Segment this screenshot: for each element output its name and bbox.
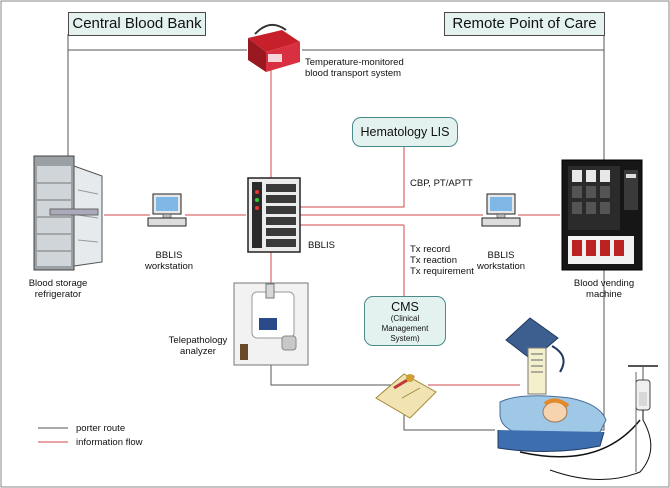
tx-list: Tx record Tx reaction Tx requirement (410, 244, 474, 277)
transport-label: Temperature-monitored blood transport sy… (305, 57, 404, 79)
tx-reaction-label: Tx reaction (410, 255, 457, 266)
workstation-left-icon (147, 193, 187, 227)
transport-cooler-icon (248, 23, 300, 72)
bblis-server-icon (247, 177, 301, 253)
tablet-clipboard-icon (375, 373, 437, 419)
hematology-lis-box: Hematology LIS (352, 117, 458, 147)
patient-monitor-icon (505, 317, 565, 395)
porter-route-bottom (270, 365, 395, 386)
telepathology-analyzer-icon (233, 282, 309, 366)
cbp-label: CBP, PT/APTT (410, 178, 473, 189)
vending-machine-label: Blood vending machine (573, 278, 635, 300)
remote-point-of-care-header: Remote Point of Care (444, 12, 605, 36)
info-server-hematology (300, 147, 405, 208)
refrigerator-label: Blood storage refrigerator (28, 278, 88, 300)
central-blood-bank-header: Central Blood Bank (68, 12, 206, 36)
bblis-server-label: BBLIS (308, 240, 335, 251)
vending-machine-icon (561, 159, 643, 271)
cms-title: CMS (391, 300, 419, 314)
bblis-workstation-left-label: BBLIS workstation (144, 250, 194, 272)
information-flows (104, 70, 560, 386)
iv-drip-icon (549, 365, 658, 480)
tx-requirement-label: Tx requirement (410, 266, 474, 277)
workstation-right-icon (481, 193, 521, 227)
cms-box: CMS (Clinical Management System) (364, 296, 446, 346)
legend-porter-label: porter route (76, 423, 126, 434)
patient-bed-icon (497, 395, 641, 458)
telepathology-label: Telepathology analyzer (168, 335, 228, 357)
legend (38, 427, 68, 443)
legend-info-label: information flow (76, 437, 143, 448)
cms-subtitle: (Clinical Management System) (381, 314, 429, 343)
tx-record-label: Tx record (410, 244, 451, 255)
bblis-workstation-right-label: BBLIS workstation (476, 250, 526, 272)
porter-routes (67, 34, 605, 431)
refrigerator-icon (33, 155, 103, 271)
